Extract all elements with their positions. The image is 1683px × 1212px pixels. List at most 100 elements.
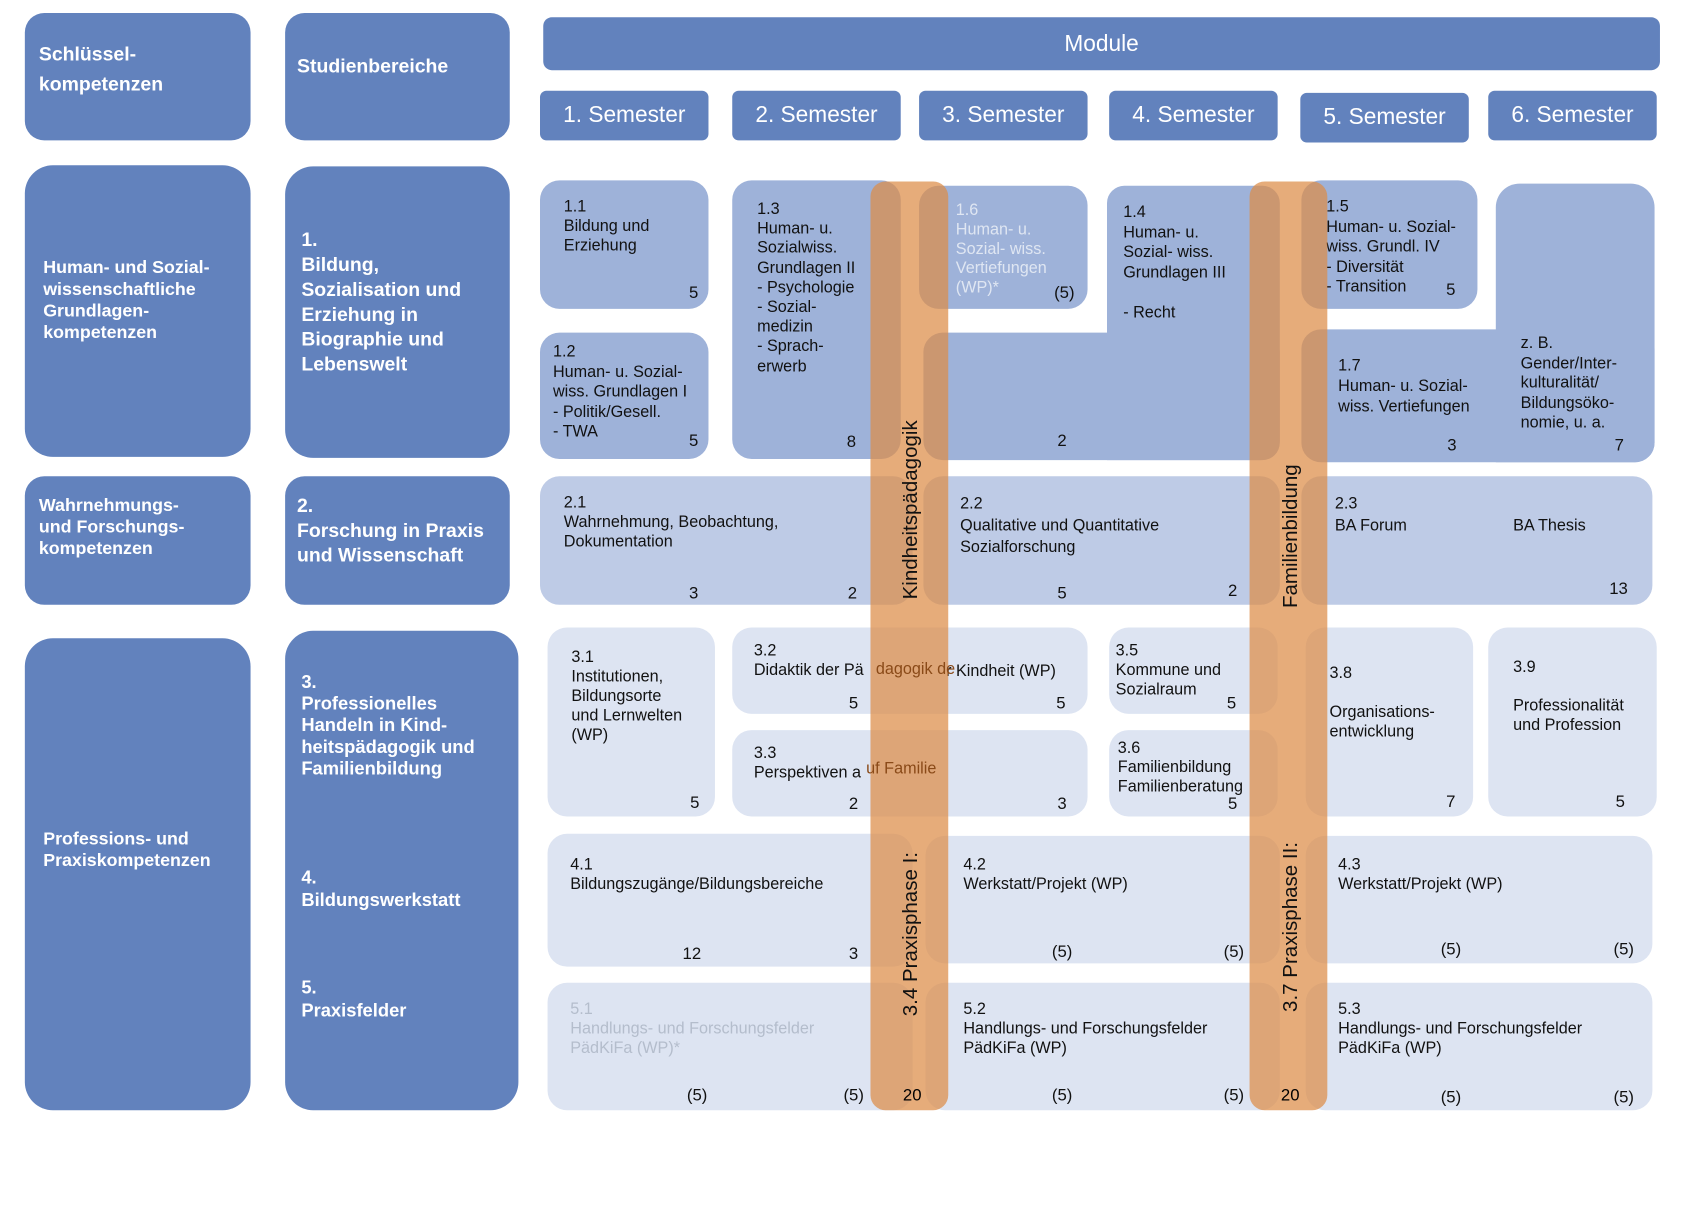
module-1-7b-credit: 7: [1614, 436, 1624, 455]
semester-5: 5. Semester: [1300, 92, 1469, 143]
module-3-8-label: 3.8 Organisations- entwicklung: [1329, 664, 1435, 741]
module-5-3-credit-2: (5): [1613, 1088, 1634, 1107]
competence-profession-label: Professions- und Praxiskompetenzen: [43, 829, 211, 871]
module-3-3-credit-2: 3: [1057, 794, 1067, 814]
competence-profession: Professions- und Praxiskompetenzen: [24, 638, 251, 1111]
module-4-2-label: 4.2 Werkstatt/Projekt (WP): [963, 855, 1128, 894]
module-1-2: 1.2 Human- u. Sozial- wiss. Grundlagen I…: [540, 332, 709, 460]
module-5-2-credit-2: (5): [1223, 1086, 1245, 1105]
module-1-5-label: 1.5 Human- u. Sozial- wiss. Grundl. IV -…: [1326, 197, 1456, 296]
module-1-4-credit-1: 2: [1057, 432, 1067, 451]
module-3-2-label-tail: r Kindheit (WP): [946, 662, 1056, 681]
module-5-3-credit-1: (5): [1440, 1088, 1462, 1107]
header-module: Module: [543, 17, 1660, 71]
header-schluessel: Schlüssel- kompetenzen: [24, 12, 251, 141]
module-2-2-credit-1: 5: [1057, 584, 1067, 603]
module-5-2-credit-1: (5): [1051, 1086, 1073, 1105]
module-3-3-overlay-text: uf Familie: [866, 759, 937, 778]
module-1-2-credit: 5: [689, 432, 699, 451]
module-1-5: 1.5 Human- u. Sozial- wiss. Grundl. IV -…: [1301, 180, 1478, 309]
module-2-3-label: 2.3 BA Forum: [1334, 494, 1407, 535]
module-2-2-credit-2: 2: [1227, 582, 1238, 601]
module-3-3-credit-1: 2: [848, 794, 859, 814]
area-2-label: 2. Forschung in Praxis und Wissenschaft: [297, 494, 484, 566]
module-4-3: 4.3 Werkstatt/Projekt (WP) (5) (5): [1305, 835, 1653, 964]
praxisphase-2-band: [1249, 181, 1328, 1111]
module-1-2-label: 1.2 Human- u. Sozial- wiss. Grundlagen I…: [552, 342, 688, 441]
module-5-2: 5.2 Handlungs- und Forschungsfelder PädK…: [925, 982, 1280, 1111]
module-3-6-label: 3.6 Familienbildung Familienberatung: [1117, 738, 1243, 796]
module-2-1: 2.1 Wahrnehmung, Beobachtung, Dokumentat…: [540, 476, 913, 605]
module-3-6: 3.6 Familienbildung Familienberatung 5: [1109, 730, 1278, 817]
band-1-top-label: Kindheitspädagogik: [899, 420, 923, 600]
header-studienbereiche-label: Studienbereiche: [297, 55, 449, 77]
area-3-4-5: 3. Professionelles Handeln in Kind- heit…: [285, 630, 519, 1111]
band-2-credit: 20: [1280, 1086, 1300, 1105]
module-2-1-credit-2: 2: [847, 584, 858, 603]
module-1-4-label: 1.4 Human- u. Sozial- wiss. Grundlagen I…: [1123, 203, 1226, 322]
module-3-2-credit-1: 5: [848, 694, 859, 713]
module-4-2: 4.2 Werkstatt/Projekt (WP) (5) (5): [925, 835, 1280, 964]
area-2: 2. Forschung in Praxis und Wissenschaft: [285, 476, 510, 605]
module-4-1-credit-2: 3: [848, 945, 859, 964]
module-3-2-overlay-text: dagogik de: [875, 659, 956, 679]
semester-2: 2. Semester: [732, 90, 901, 141]
module-1-6-credit: (5): [1054, 284, 1075, 303]
module-5-3-label: 5.3 Handlungs- und Forschungsfelder PädK…: [1338, 1000, 1583, 1058]
module-3-9-credit: 5: [1615, 792, 1625, 812]
module-3-6-credit: 5: [1227, 794, 1238, 814]
module-5-1-credit-1: (5): [686, 1086, 708, 1105]
band-1-credit: 20: [902, 1086, 922, 1105]
module-1-3-credit: 8: [846, 433, 857, 452]
module-3-2-credit-2: 5: [1056, 694, 1066, 713]
module-1-3-label: 1.3 Human- u. Sozialwiss. Grundlagen II …: [757, 199, 856, 376]
module-1-7-label: 1.7 Human- u. Sozial- wiss. Vertiefungen: [1338, 356, 1470, 416]
module-3-5-credit: 5: [1226, 694, 1237, 713]
praxisphase-1-band: [870, 181, 949, 1111]
area-3-label: 3. Professionelles Handeln in Kind- heit…: [301, 671, 475, 779]
module-4-3-label: 4.3 Werkstatt/Projekt (WP): [1338, 855, 1503, 894]
module-4-3-credit-1: (5): [1440, 940, 1462, 960]
semester-4: 4. Semester: [1109, 90, 1278, 141]
module-4-1: 4.1 Bildungszugänge/Bildungsbereiche 12 …: [547, 833, 913, 967]
module-3-8: 3.8 Organisations- entwicklung 7: [1305, 627, 1474, 817]
module-3-5: 3.5 Kommune und Sozialraum 5: [1109, 627, 1278, 714]
module-4-2-credit-2: (5): [1223, 942, 1245, 962]
module-2-3-thesis: BA Thesis: [1513, 516, 1586, 535]
semester-6: 6. Semester: [1488, 90, 1657, 141]
header-schluessel-label: Schlüssel- kompetenzen: [38, 43, 164, 96]
band-2-top-label: Familienbildung: [1279, 464, 1303, 609]
area-4-label: 4. Bildungswerkstatt: [301, 867, 461, 911]
competence-human: Human- und Sozial- wissenschaftliche Gru…: [24, 165, 251, 457]
module-4-3-credit-2: (5): [1613, 940, 1634, 960]
competence-wahrnehmung-label: Wahrnehmungs- und Forschungs- kompetenze…: [38, 495, 185, 559]
competence-wahrnehmung: Wahrnehmungs- und Forschungs- kompetenze…: [24, 476, 251, 605]
area-5-label: 5. Praxisfelder: [301, 977, 407, 1021]
module-1-5-credit: 5: [1446, 280, 1456, 300]
module-4-1-credit-1: 12: [682, 945, 702, 964]
module-5-3: 5.3 Handlungs- und Forschungsfelder PädK…: [1305, 982, 1653, 1111]
module-3-5-label: 3.5 Kommune und Sozialraum: [1115, 641, 1222, 699]
module-1-6-label: 1.6 Human- u. Sozial- wiss. Vertiefungen…: [955, 200, 1047, 297]
module-3-3-label: 3.3 Perspektiven a: [753, 744, 862, 782]
band-1-bottom-label: 3.4 Praxisphase I:: [899, 852, 923, 1017]
module-2-3: 2.3 BA Forum BA Thesis 13: [1301, 476, 1653, 605]
module-3-9: 3.9 Professionalität und Profession 5: [1488, 627, 1657, 817]
module-1-1-label: 1.1 Bildung und Erziehung: [563, 197, 650, 255]
module-3-1-label: 3.1 Institutionen, Bildungsorte und Lern…: [571, 648, 683, 745]
competence-human-label: Human- und Sozial- wissenschaftliche Gru…: [43, 258, 210, 343]
module-3-1: 3.1 Institutionen, Bildungsorte und Lern…: [547, 627, 715, 817]
module-1-7-block: z. B. Gender/Inter- kulturalität/ Bildun…: [1495, 183, 1655, 463]
module-5-1-credit-2: (5): [843, 1086, 864, 1105]
area-1: 1. Bildung, Sozialisation und Erziehung …: [285, 166, 510, 458]
module-3-8-credit: 7: [1446, 792, 1456, 812]
module-3-9-label: 3.9 Professionalität und Profession: [1513, 657, 1624, 735]
module-1-1: 1.1 Bildung und Erziehung 5: [540, 180, 709, 309]
module-1-7-credit: 3: [1447, 436, 1457, 455]
module-5-1-label: 5.1 Handlungs- und Forschungsfelder PädK…: [570, 1000, 815, 1058]
area-1-label: 1. Bildung, Sozialisation und Erziehung …: [301, 228, 462, 375]
band-2-bottom-label: 3.7 Praxisphase II:: [1279, 841, 1303, 1012]
header-studienbereiche: Studienbereiche: [285, 12, 510, 141]
semester-3: 3. Semester: [919, 90, 1088, 141]
